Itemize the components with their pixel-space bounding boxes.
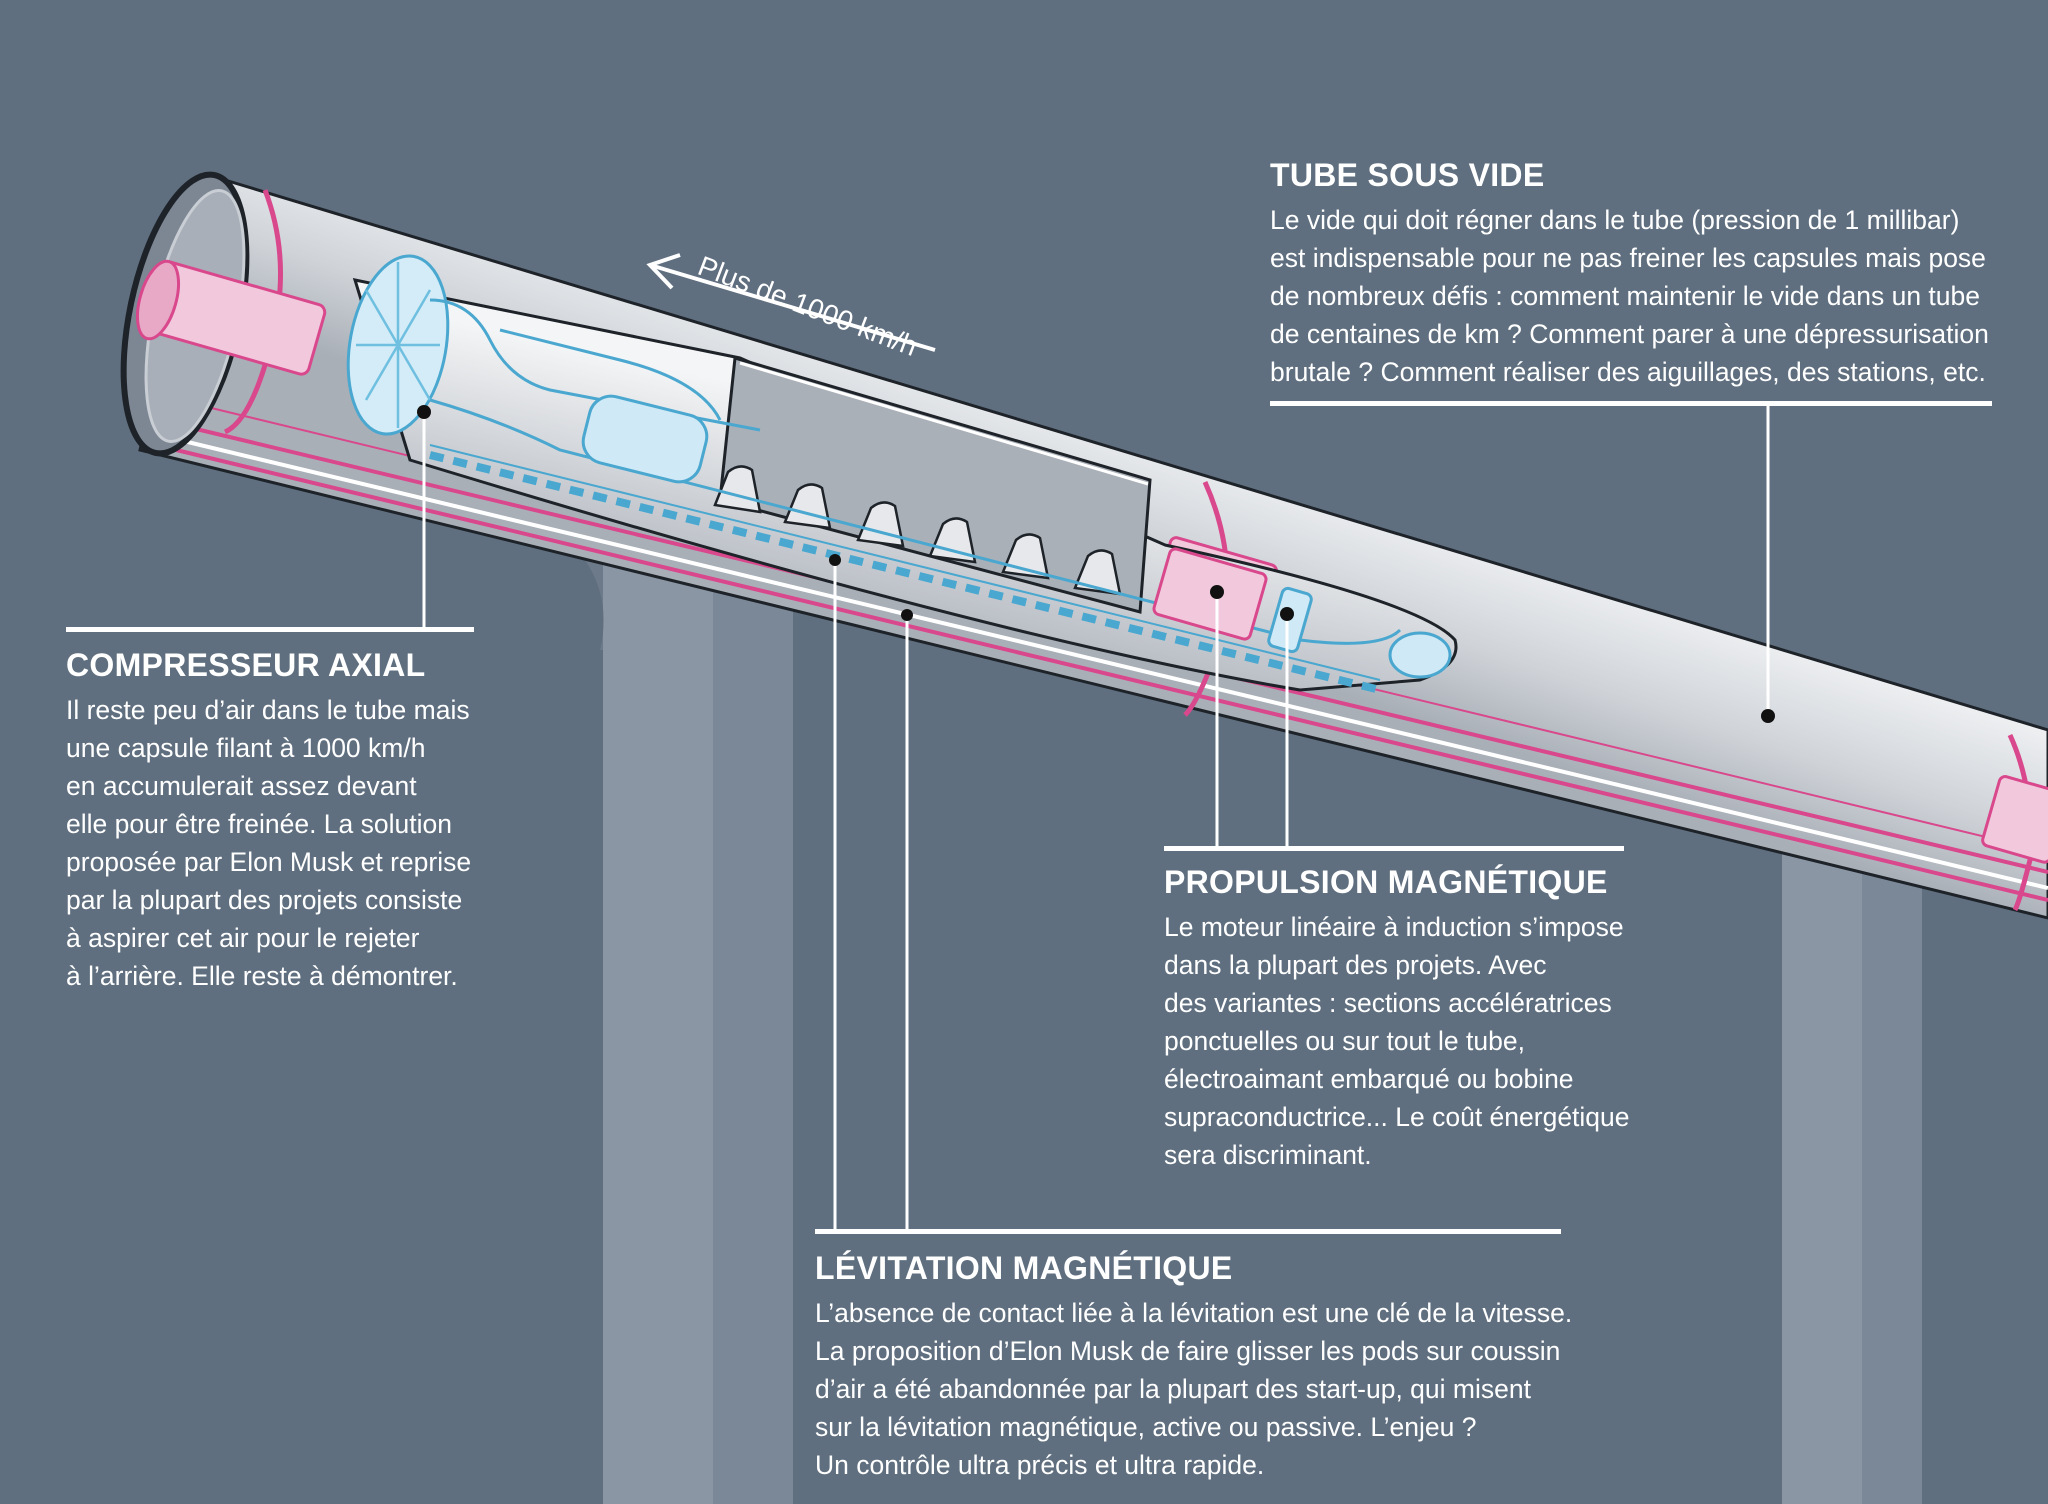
capsule-seats (713, 465, 1122, 596)
tube-title: TUBE SOUS VIDE (1270, 157, 1545, 193)
leader-lines (422, 404, 1770, 1233)
levitation-line: sur la lévitation magnétique, active ou … (815, 1412, 1477, 1442)
propulsion-line: Le moteur linéaire à induction s’impose (1164, 912, 1624, 942)
levitation-line: Un contrôle ultra précis et ultra rapide… (815, 1450, 1265, 1480)
levitation-line: d’air a été abandonnée par la plupart de… (815, 1374, 1531, 1404)
compressor-title: COMPRESSEUR AXIAL (66, 647, 426, 683)
tube-line: est indispensable pour ne pas freiner le… (1270, 243, 1986, 273)
pylon-right (1782, 830, 1922, 1504)
levitation-annotation: LÉVITATION MAGNÉTIQUE L’absence de conta… (815, 1248, 1595, 1484)
propulsion-line: ponctuelles ou sur tout le tube, (1164, 1026, 1525, 1056)
compressor-line: elle pour être freinée. La solution (66, 809, 452, 839)
propulsion-line: sera discriminant. (1164, 1140, 1372, 1170)
tube-line: de nombreux défis : comment maintenir le… (1270, 281, 1981, 311)
air-ducts (429, 298, 1402, 645)
compressor-line: en accumulerait assez devant (66, 771, 417, 801)
propulsion-annotation: PROPULSION MAGNÉTIQUE Le moteur linéaire… (1164, 862, 1644, 1174)
tube-ring-right (1981, 733, 2048, 912)
tube-annotation: TUBE SOUS VIDE Le vide qui doit régner d… (1270, 155, 2010, 391)
levitation-rule (815, 1229, 1561, 1234)
compressor-line: une capsule filant à 1000 km/h (66, 733, 426, 763)
capsule (346, 254, 1458, 692)
propulsion-rule (1164, 846, 1624, 851)
levitation-title: LÉVITATION MAGNÉTIQUE (815, 1250, 1233, 1286)
compressor-line: à aspirer cet air pour le rejeter (66, 923, 420, 953)
propulsion-line: électroaimant embarqué ou bobine (1164, 1064, 1574, 1094)
leader-dots (417, 405, 1775, 723)
tube-line: brutale ? Comment réaliser des aiguillag… (1270, 357, 1986, 387)
compressor-rule (66, 627, 474, 632)
rear-nozzle (1388, 631, 1452, 679)
compressor-annotation: COMPRESSEUR AXIAL Il reste peu d’air dan… (66, 645, 486, 995)
tube-line: de centaines de km ? Comment parer à une… (1270, 319, 1989, 349)
linear-motor (1152, 547, 1268, 641)
propulsion-line: des variantes : sections accélératrices (1164, 988, 1612, 1018)
tube-rule (1270, 401, 1992, 406)
compressor-line: par la plupart des projets consiste (66, 885, 463, 915)
propulsion-line: dans la plupart des projets. Avec (1164, 950, 1547, 980)
speed-arrow (646, 253, 936, 352)
tube-ring-left (135, 189, 327, 435)
compressor-line: proposée par Elon Musk et reprise (66, 847, 472, 877)
levitation-magnets (429, 451, 1381, 694)
levitation-line: L’absence de contact liée à la lévitatio… (815, 1298, 1573, 1328)
tube-line: Le vide qui doit régner dans le tube (pr… (1270, 205, 1960, 235)
compressor-line: Il reste peu d’air dans le tube mais (66, 695, 470, 725)
compressor-line: à l’arrière. Elle reste à démontrer. (66, 961, 458, 991)
propulsion-title: PROPULSION MAGNÉTIQUE (1164, 864, 1608, 900)
air-tank (581, 394, 709, 484)
propulsion-line: supraconductrice... Le coût énergétique (1164, 1102, 1630, 1132)
pylon-left (585, 540, 793, 1504)
axial-compressor-fan (346, 254, 450, 436)
levitation-line: La proposition d’Elon Musk de faire glis… (815, 1336, 1561, 1366)
